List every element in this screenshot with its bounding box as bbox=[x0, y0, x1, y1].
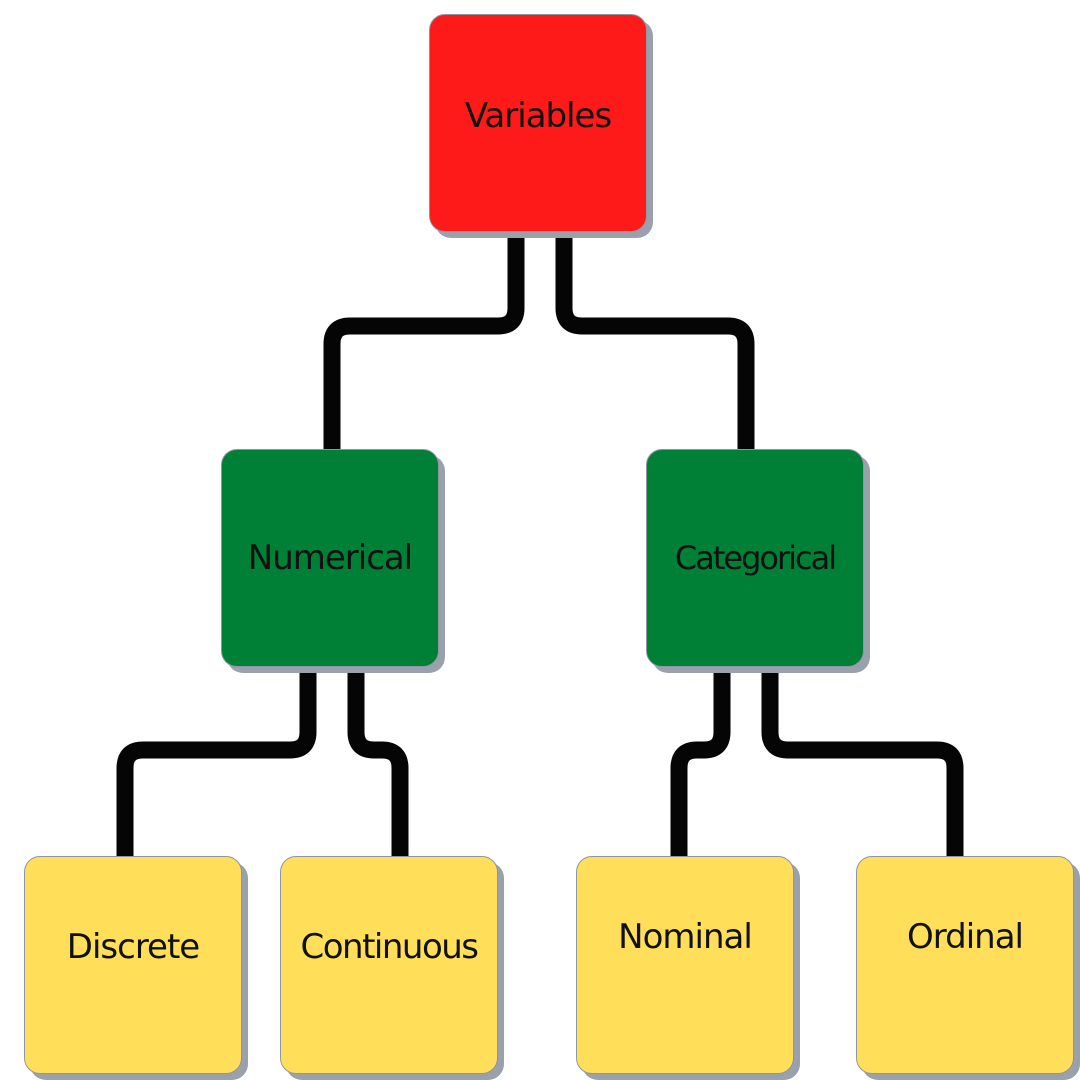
node-nominal: Nominal bbox=[576, 856, 794, 1074]
connector-categorical-nominal bbox=[670, 667, 731, 856]
node-nominal-label: Nominal bbox=[618, 917, 753, 957]
node-ordinal: Ordinal bbox=[856, 856, 1074, 1074]
connector-numerical-continuous bbox=[347, 667, 409, 856]
connector-categorical-ordinal bbox=[761, 667, 964, 856]
node-continuous: Continuous bbox=[280, 856, 498, 1074]
connector-numerical-discrete bbox=[116, 667, 317, 856]
connector-variables-numerical bbox=[323, 232, 525, 449]
node-discrete-label: Discrete bbox=[66, 927, 200, 967]
node-continuous-label: Continuous bbox=[300, 927, 479, 967]
node-ordinal-label: Ordinal bbox=[906, 917, 1024, 957]
node-numerical-label: Numerical bbox=[247, 538, 413, 578]
node-categorical-label: Categorical bbox=[674, 539, 837, 577]
connector-variables-categorical bbox=[555, 232, 755, 449]
node-categorical: Categorical bbox=[646, 449, 864, 667]
node-variables: Variables bbox=[429, 14, 647, 232]
node-variables-label: Variables bbox=[464, 96, 612, 136]
node-numerical: Numerical bbox=[221, 449, 439, 667]
node-discrete: Discrete bbox=[24, 856, 242, 1074]
